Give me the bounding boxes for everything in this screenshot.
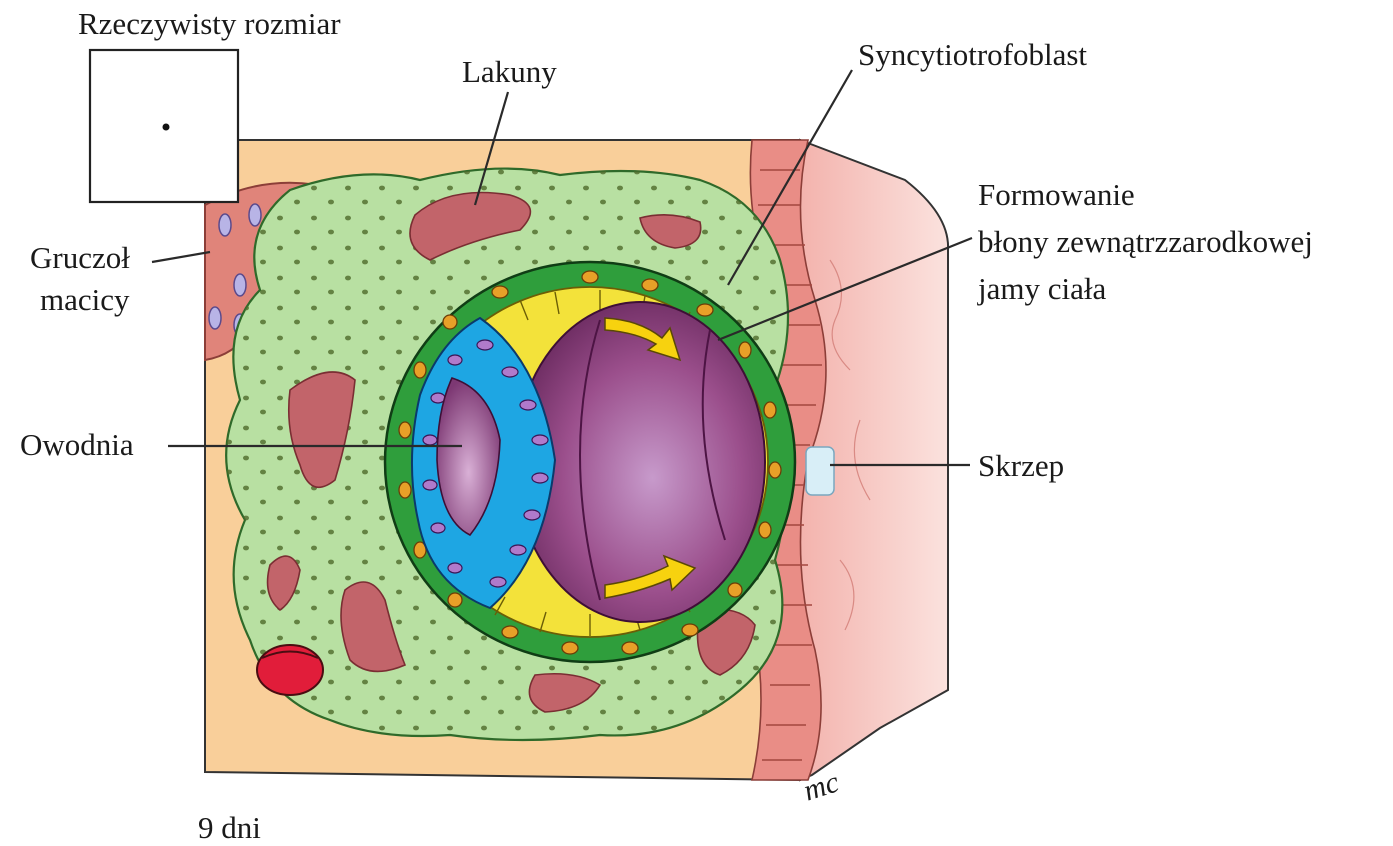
blood-clot xyxy=(806,447,834,495)
label-gland-line2: macicy xyxy=(40,282,130,317)
label-exocoelomic-line3: jamy ciała xyxy=(977,271,1106,306)
label-exocoelomic-line2: błony zewnątrzzarodkowej xyxy=(978,224,1313,259)
label-syncytiotrophoblast: Syncytiotrofoblast xyxy=(858,37,1087,72)
label-amnion: Owodnia xyxy=(20,427,134,462)
label-exocoelomic-line1: Formowanie xyxy=(978,177,1135,212)
label-real-size: Rzeczywisty rozmiar xyxy=(78,6,341,41)
label-gland-line1: Gruczoł xyxy=(30,240,130,275)
label-lacunae: Lakuny xyxy=(462,54,557,89)
label-stage-age: 9 dni xyxy=(198,810,261,845)
label-clot: Skrzep xyxy=(978,448,1064,483)
leader-gland xyxy=(152,252,210,262)
real-size-dot xyxy=(163,124,170,131)
maternal-blood-vessel xyxy=(257,645,323,695)
